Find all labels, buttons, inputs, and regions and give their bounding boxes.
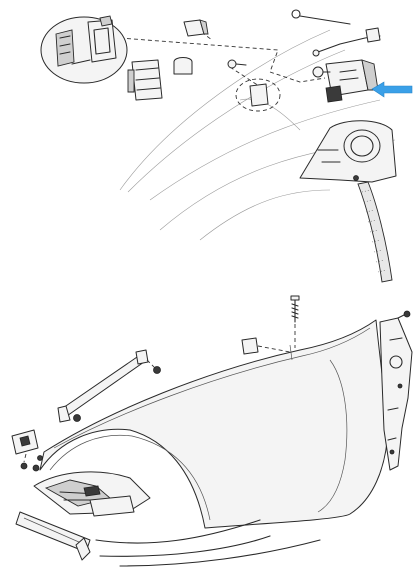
sill-trim-strips	[15, 511, 321, 567]
side-mount-plate	[379, 317, 413, 471]
bracket-part	[127, 59, 163, 101]
mount-area-circle	[235, 78, 281, 112]
screw-small-upper	[227, 59, 247, 69]
clip-part-top	[183, 19, 209, 37]
fender-liner-assembly	[33, 471, 151, 517]
arrow-left-icon	[371, 81, 413, 98]
fuel-filler-housing	[299, 120, 397, 183]
fender-bracket-clip	[241, 337, 291, 355]
lower-mount-bracket	[11, 429, 43, 472]
screw-top-right	[397, 310, 411, 319]
release-cable	[291, 9, 381, 57]
detail-inset-oval	[40, 15, 128, 84]
seal-strip	[357, 181, 393, 283]
rubber-cap	[173, 57, 193, 75]
nut-upper	[146, 359, 161, 374]
support-strut	[57, 349, 149, 423]
front-fender	[39, 319, 389, 529]
bolt-vertical	[290, 295, 300, 348]
fuel-door-actuator	[312, 59, 379, 103]
nut-lower	[73, 414, 81, 422]
